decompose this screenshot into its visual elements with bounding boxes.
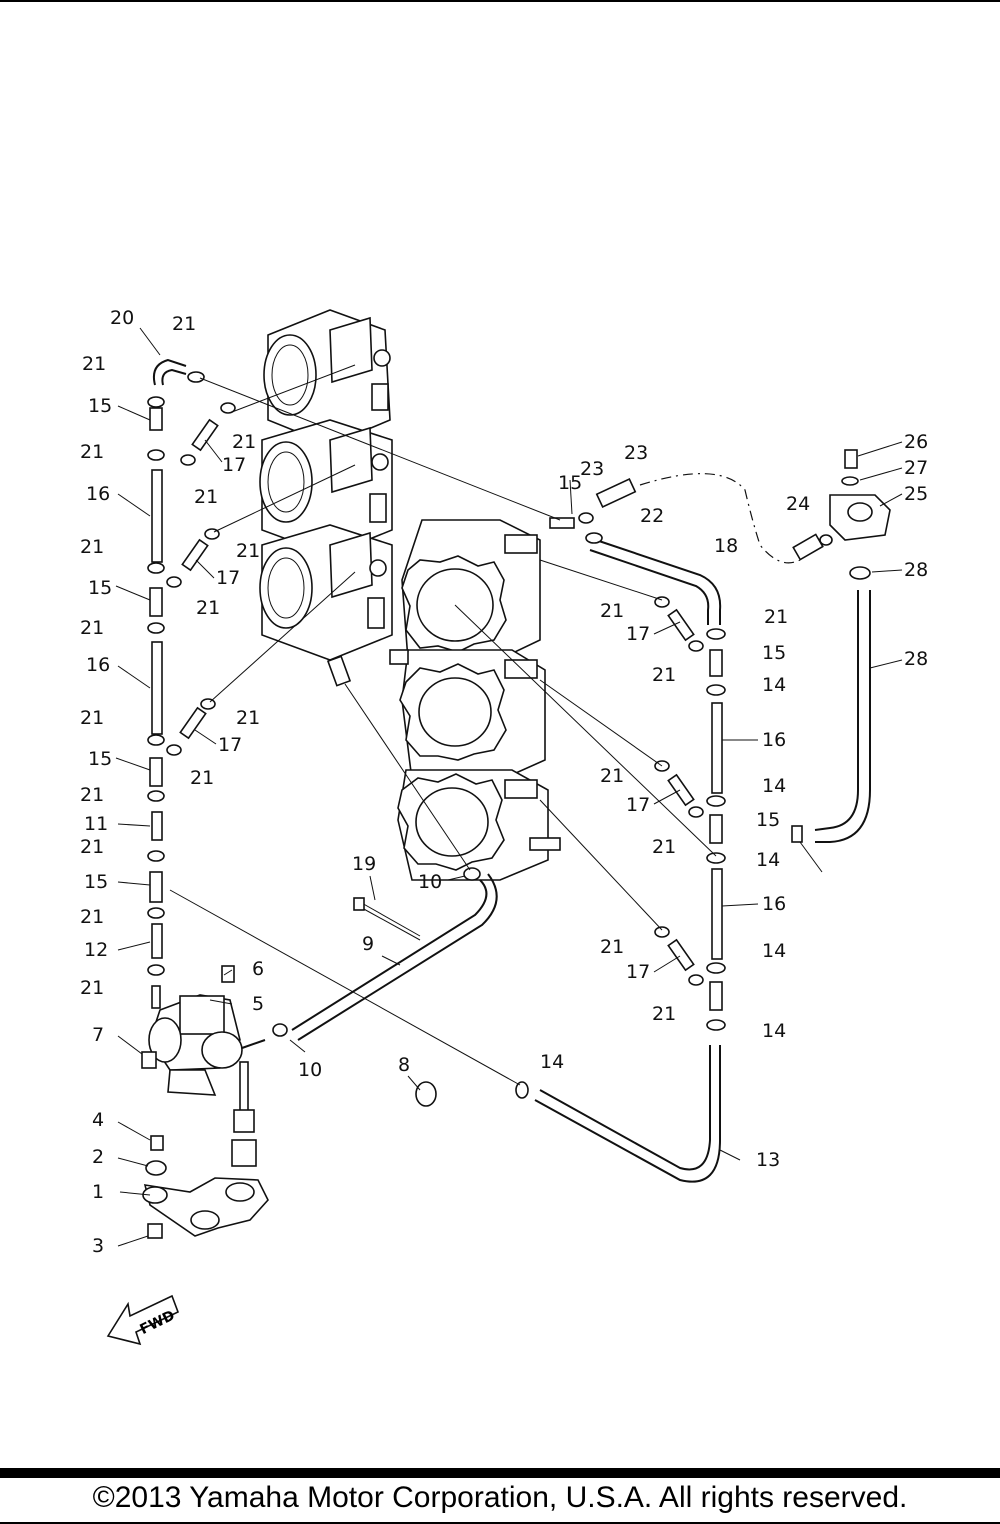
- callout-label: 21: [82, 353, 106, 375]
- callout-label: 21: [236, 540, 260, 562]
- callout-label: 15: [88, 395, 112, 417]
- callout-label: 8: [398, 1054, 410, 1076]
- lower-carburetor-assembly: [389, 519, 561, 881]
- leader-lines: [169, 364, 717, 1086]
- callout-label: 21: [652, 836, 676, 858]
- callout-label: 15: [756, 809, 780, 831]
- callout-label: 16: [762, 893, 786, 915]
- callout-label: 15: [762, 642, 786, 664]
- callout-label: 1: [92, 1181, 104, 1203]
- callout-label: 15: [88, 748, 112, 770]
- callout-label: 16: [86, 654, 110, 676]
- callout-label: 10: [298, 1059, 322, 1081]
- callout-label: 17: [222, 454, 246, 476]
- top-border: [0, 0, 1000, 2]
- callout-label: 22: [640, 505, 664, 527]
- callout-labels: 1 2 3 4 5 6 7 8 9 10 10 11 12 13 14 14 1…: [80, 307, 928, 1257]
- callout-label: 28: [904, 648, 928, 670]
- callout-label: 20: [110, 307, 134, 329]
- callout-label: 18: [714, 535, 738, 557]
- fwd-arrow: FWD: [106, 1294, 180, 1346]
- right-hose-column: [515, 537, 726, 1183]
- callout-label: 4: [92, 1109, 104, 1131]
- callout-label: 23: [580, 458, 604, 480]
- callout-leaders: [115, 327, 903, 1247]
- callout-label: 21: [172, 313, 196, 335]
- callout-label: 10: [418, 871, 442, 893]
- callout-label: 17: [218, 734, 242, 756]
- callout-label: 17: [626, 794, 650, 816]
- callout-label: 28: [904, 559, 928, 581]
- callout-label: 21: [80, 784, 104, 806]
- callout-label: 23: [624, 442, 648, 464]
- callout-label: 21: [194, 486, 218, 508]
- callout-label: 21: [80, 906, 104, 928]
- callout-label: 16: [762, 729, 786, 751]
- callout-label: 12: [84, 939, 108, 961]
- callout-label: 3: [92, 1235, 104, 1257]
- callout-label: 14: [762, 1020, 786, 1042]
- callout-label: 21: [600, 765, 624, 787]
- callout-label: 21: [80, 707, 104, 729]
- callout-label: 21: [652, 1003, 676, 1025]
- callout-label: 14: [762, 940, 786, 962]
- callout-label: 21: [600, 936, 624, 958]
- callout-label: 27: [904, 457, 928, 479]
- callout-label: 15: [84, 871, 108, 893]
- callout-label: 21: [80, 617, 104, 639]
- callout-label: 7: [92, 1024, 104, 1046]
- callout-label: 21: [600, 600, 624, 622]
- callout-label: 5: [252, 993, 264, 1015]
- callout-label: 21: [80, 977, 104, 999]
- fuel-pump-group: [141, 867, 498, 1167]
- callout-label: 11: [84, 813, 108, 835]
- callout-label: 2: [92, 1146, 104, 1168]
- callout-label: 15: [88, 577, 112, 599]
- callout-label: 14: [762, 674, 786, 696]
- callout-label: 21: [236, 707, 260, 729]
- mounting-bracket-group: [142, 1135, 269, 1239]
- left-hose-column: [147, 358, 236, 1009]
- callout-label: 13: [756, 1149, 780, 1171]
- upper-carburetor-assembly: [259, 309, 393, 687]
- callout-label: 21: [80, 441, 104, 463]
- callout-label: 17: [626, 961, 650, 983]
- callout-label: 21: [80, 536, 104, 558]
- callout-label: 21: [196, 597, 220, 619]
- callout-label: 21: [80, 836, 104, 858]
- callout-label: 26: [904, 431, 928, 453]
- callout-label: 9: [362, 933, 374, 955]
- callout-label: 14: [756, 849, 780, 871]
- callout-label: 19: [352, 853, 376, 875]
- copyright-text: ©2013 Yamaha Motor Corporation, U.S.A. A…: [0, 1478, 1000, 1522]
- callout-label: 16: [86, 483, 110, 505]
- callout-label: 21: [764, 606, 788, 628]
- callout-label: 25: [904, 483, 928, 505]
- callout-label: 17: [626, 623, 650, 645]
- callout-label: 21: [190, 767, 214, 789]
- upper-right-parts: [549, 449, 891, 843]
- callout-label: 24: [786, 493, 810, 515]
- callout-label: 6: [252, 958, 264, 980]
- callout-label: 17: [216, 567, 240, 589]
- callout-label: 14: [762, 775, 786, 797]
- callout-label: 21: [232, 431, 256, 453]
- callout-label: 14: [540, 1051, 564, 1073]
- callout-label: 21: [652, 664, 676, 686]
